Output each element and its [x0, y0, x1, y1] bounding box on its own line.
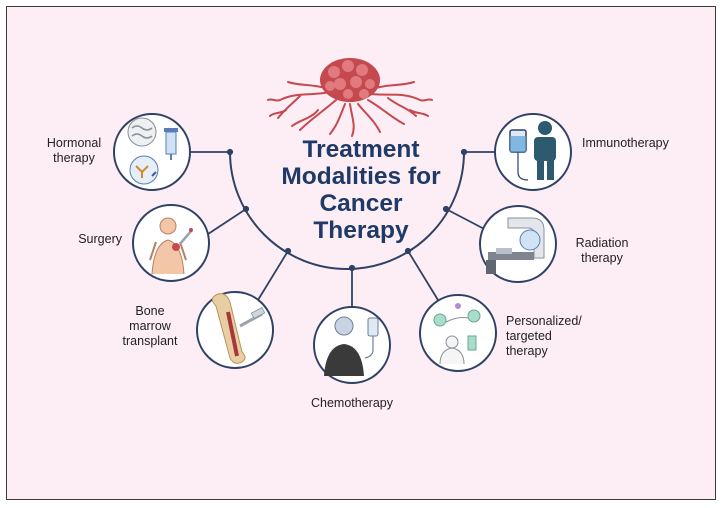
connector-dot-chemotherapy: [348, 264, 356, 272]
connector-dot-surgery: [242, 205, 250, 213]
label-radiation-therapy: Radiation therapy: [575, 236, 629, 265]
diagram-title: Treatment Modalities for Cancer Therapy: [0, 136, 722, 244]
connector-surgery: [201, 208, 247, 239]
bone-marrow-icon: [212, 293, 266, 364]
title-line: Treatment: [302, 136, 420, 163]
connector-dot-immunotherapy: [460, 148, 468, 156]
title-line: Therapy: [313, 217, 409, 244]
label-bone-marrow-transplant: Bone marrow transplant: [122, 304, 178, 348]
surgery-icon: [149, 217, 193, 275]
tumor-icon: [267, 58, 433, 137]
radiation-icon: [486, 217, 545, 274]
chemotherapy-icon: [324, 316, 379, 376]
title-line: Cancer: [319, 190, 403, 217]
connector-dot-bone-marrow: [284, 247, 292, 255]
hormone-icon: [127, 117, 178, 185]
label-immunotherapy: Immunotherapy: [582, 136, 669, 150]
label-chemotherapy: Chemotherapy: [311, 396, 393, 410]
label-personalized-targeted-therapy: Personalized/ targeted therapy: [506, 314, 582, 358]
connector-targeted: [407, 250, 439, 301]
connector-dot-radiation: [442, 205, 450, 213]
connector-dot-hormonal: [226, 148, 234, 156]
immunotherapy-icon: [509, 121, 556, 181]
label-hormonal-therapy: Hormonal therapy: [46, 136, 102, 165]
connector-arc: [229, 151, 465, 270]
connector-bone-marrow: [257, 250, 289, 301]
title-line: Modalities for: [281, 163, 441, 190]
targeted-therapy-icon: [433, 303, 481, 365]
label-surgery: Surgery: [78, 232, 122, 246]
connector-dot-targeted: [404, 247, 412, 255]
